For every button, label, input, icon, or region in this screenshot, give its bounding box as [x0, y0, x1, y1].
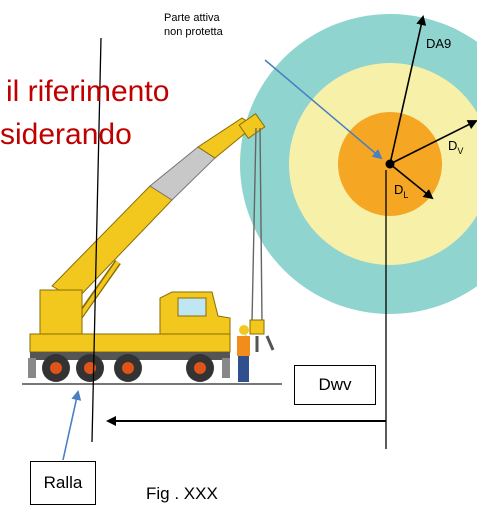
active-part-label: Parte attiva non protetta [164, 11, 274, 39]
dv-label-base: D [448, 138, 457, 153]
dv-label: DV [448, 138, 463, 156]
wheel-hub [50, 362, 62, 374]
dv-radius-arrow [389, 120, 477, 165]
overlay-text-line2: siderando [0, 118, 132, 151]
crane-boom-lower [51, 185, 173, 301]
overlay-text-line1: il riferimento [6, 75, 170, 108]
wheel-hub [194, 362, 206, 374]
outrigger-front [222, 358, 230, 378]
crane-turret [39, 289, 83, 337]
ralla-label-box: Ralla [30, 461, 96, 505]
mobile-crane [22, 113, 282, 385]
truck-chassis [29, 333, 231, 353]
dwv-label: Dwv [318, 375, 352, 394]
dv-label-subscript: V [457, 146, 463, 156]
crane-boom-middle [149, 146, 216, 201]
dl-label-subscript: L [403, 190, 408, 200]
dl-radius-arrow [389, 163, 434, 200]
hoist-rope-right [259, 127, 263, 323]
outrigger-rear [28, 358, 36, 378]
worker-legs [238, 356, 249, 382]
worker-body [237, 336, 250, 356]
figure-caption: Fig . XXX [146, 484, 218, 503]
ralla-pointer-arrow [62, 390, 82, 461]
hoist-rope-left [251, 127, 257, 323]
dl-label-base: D [394, 182, 403, 197]
hook-block [249, 319, 265, 335]
dl-label: DL [394, 182, 408, 200]
worker-figure [237, 325, 250, 382]
da9-radius-arrow [389, 15, 427, 165]
safety-zones [240, 14, 477, 314]
dwv-label-box: Dwv [294, 365, 376, 405]
crane-axis-line [91, 37, 102, 443]
worker-helmet [239, 325, 249, 335]
truck-wheels [42, 354, 214, 382]
radius-arrows [389, 15, 477, 200]
cab-window [177, 297, 207, 317]
da9-label: DA9 [426, 36, 451, 51]
wheel-hub [122, 362, 134, 374]
active-part-label-line2: non protetta [164, 26, 223, 38]
active-part-label-line1: Parte attiva [164, 12, 220, 24]
ralla-label: Ralla [43, 473, 83, 492]
active-part-pointer-arrow [264, 59, 383, 160]
